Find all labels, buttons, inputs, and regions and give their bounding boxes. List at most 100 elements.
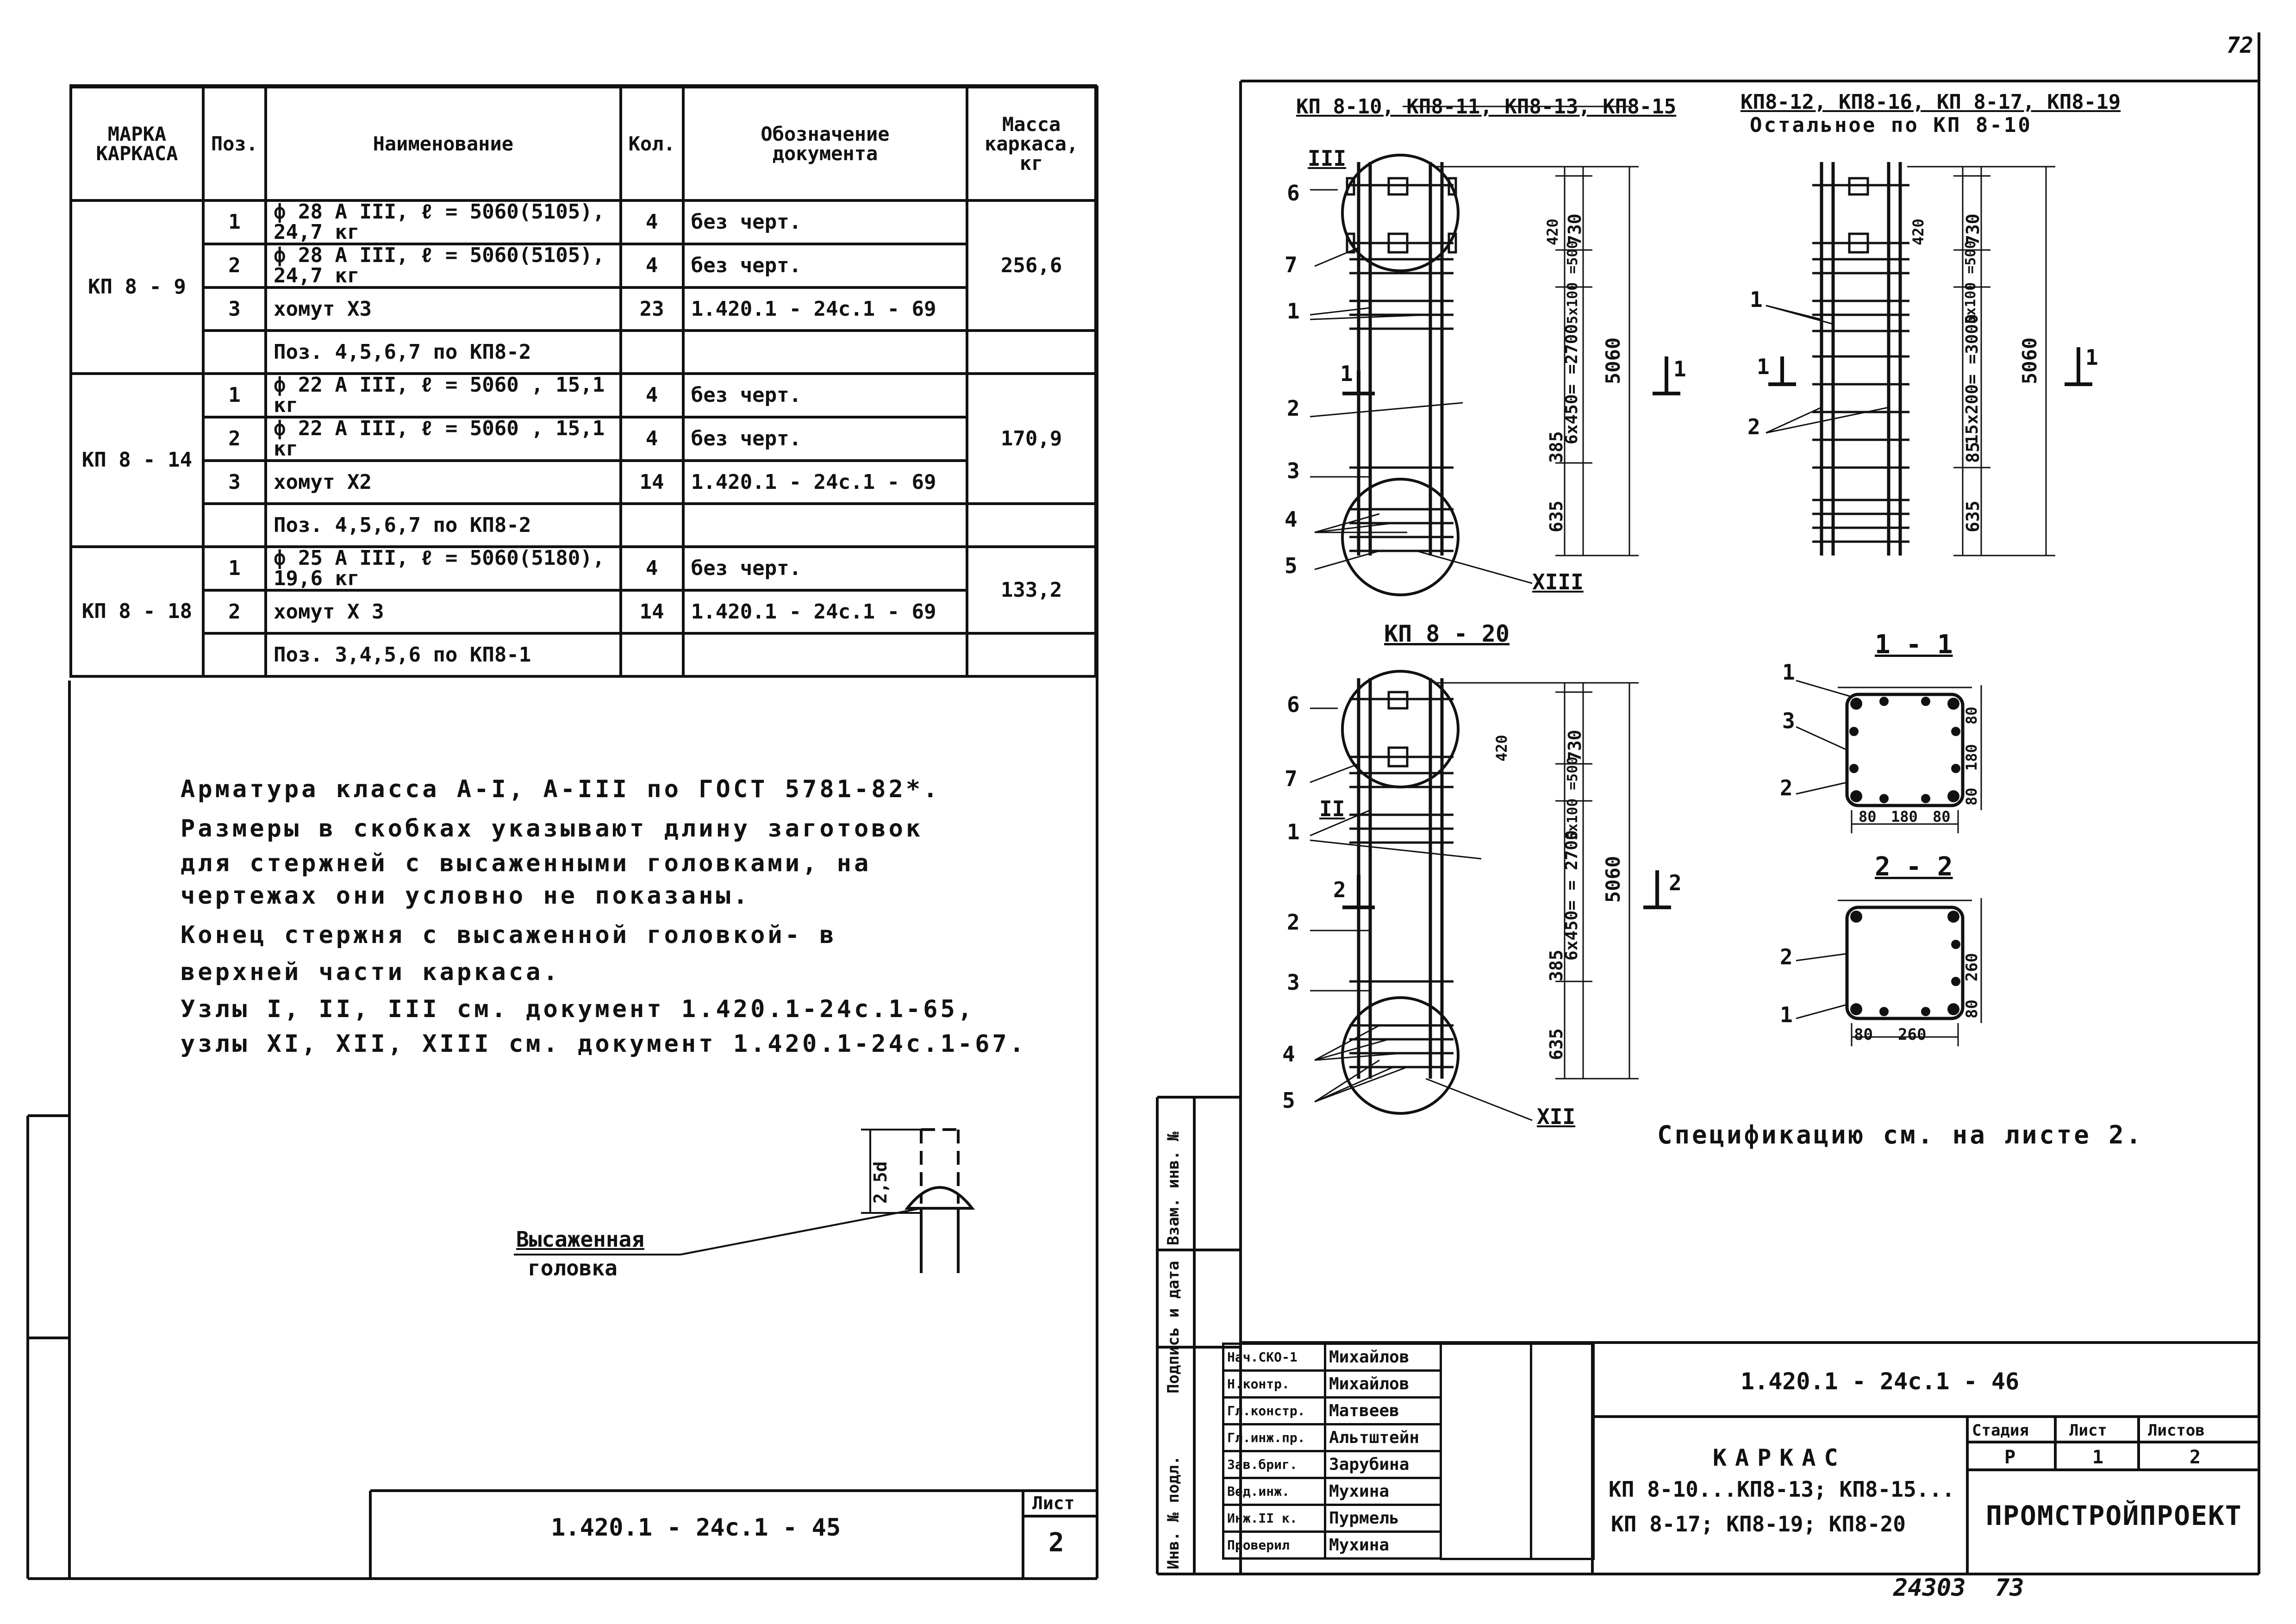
view-a-section-mark-right: 1 xyxy=(1673,356,1686,381)
tb-role: Гл.инж.пр. xyxy=(1222,1423,1326,1452)
tb-name: Пурмель xyxy=(1324,1504,1442,1533)
section-1-dim-side-3: 80 xyxy=(1963,787,1980,806)
section-2-dim-bottom-2: 260 xyxy=(1898,1025,1927,1044)
pos-cell: 2 xyxy=(201,416,268,462)
header-qty: Кол. xyxy=(619,86,685,202)
name-cell: Поз. 3,4,5,6 по КП8-1 xyxy=(264,632,622,678)
tb-role: Нач.СКО-1 xyxy=(1222,1343,1326,1372)
view-b-section-mark-right: 1 xyxy=(2085,345,2098,370)
dim-b-5x100: 5x100 =500 xyxy=(1963,240,1979,324)
tb-date-column xyxy=(1530,1343,1595,1560)
dim-a-5060: 5060 xyxy=(1602,337,1624,384)
dim-c-635: 635 xyxy=(1546,1028,1566,1060)
header-pos: Поз. xyxy=(201,86,268,202)
dim-a-635: 635 xyxy=(1546,500,1566,532)
view-a-callout-3: 3 xyxy=(1287,458,1300,483)
marka-cell: КП 8 - 9 xyxy=(69,199,205,375)
view-a-callout-6: 6 xyxy=(1287,181,1300,206)
qty-cell: 4 xyxy=(619,372,685,418)
tb-role: Н.контр. xyxy=(1222,1369,1326,1399)
header-doc-line1: Обозначение xyxy=(761,122,890,145)
view-c-callout-XII: XII xyxy=(1537,1104,1576,1129)
dim-a-420: 420 xyxy=(1544,219,1561,245)
mass-cell: 170,9 xyxy=(966,372,1097,505)
tb-signature-column xyxy=(1440,1343,1532,1560)
doc-cell: без черт. xyxy=(681,545,969,592)
tb-name: Мухина xyxy=(1324,1477,1442,1506)
left-stamp-sheet-label: Лист xyxy=(1032,1493,1075,1513)
tb-title: КАРКАС xyxy=(1713,1444,1847,1471)
dim-c-5060: 5060 xyxy=(1602,856,1624,903)
view-c-callout-1: 1 xyxy=(1287,819,1300,844)
section-1-title: 1 - 1 xyxy=(1875,630,1953,660)
note-line-3: для стержней с высаженными головками, на xyxy=(181,849,872,877)
side-strip-inv: Инв. № подл. xyxy=(1164,1455,1183,1569)
section-2-title: 2 - 2 xyxy=(1875,852,1953,882)
tb-code: 1.420.1 - 24с.1 - 46 xyxy=(1741,1368,2020,1395)
pos-cell xyxy=(201,502,268,548)
header-mass-line1: Масса xyxy=(1002,112,1061,136)
table-row: 2 ф 22 А III, ℓ = 5060 , 15,1 кг 4 без ч… xyxy=(71,416,1096,462)
dim-c-5x100: 5x100 =500 xyxy=(1565,756,1581,840)
name-cell: ф 22 А III, ℓ = 5060 , 15,1 кг xyxy=(264,372,622,418)
tb-name: Матвеев xyxy=(1324,1396,1442,1425)
dim-b-635: 635 xyxy=(1963,500,1983,532)
tb-subtitle-2: КП 8-17; КП8-19; КП8-20 xyxy=(1611,1512,1906,1537)
name-cell: хомут Х3 xyxy=(264,286,622,332)
tb-role: Инж.II к. xyxy=(1222,1504,1326,1533)
view-b-section-mark-left: 1 xyxy=(1757,354,1770,379)
left-stamp-sheet-no: 2 xyxy=(1048,1528,1064,1558)
dim-c-420: 420 xyxy=(1493,735,1510,762)
note-line-2: Размеры в скобках указывают длину загото… xyxy=(181,815,923,843)
section-1-label-2: 2 xyxy=(1780,775,1793,800)
view-a-title: КП 8-10, КП8-11, КП8-13, КП8-15 xyxy=(1296,95,1677,119)
mass-empty-cell xyxy=(966,632,1097,678)
view-b-title: КП8-12, КП8-16, КП 8-17, КП8-19 xyxy=(1741,90,2121,114)
view-c-callout-4: 4 xyxy=(1282,1042,1295,1067)
qty-cell xyxy=(619,632,685,678)
pos-cell: 3 xyxy=(201,286,268,332)
doc-cell: без черт. xyxy=(681,372,969,418)
section-2-label-1: 1 xyxy=(1780,1002,1793,1027)
section-2-dim-side-1: 260 xyxy=(1963,953,1981,981)
qty-cell: 4 xyxy=(619,243,685,289)
qty-cell: 14 xyxy=(619,459,685,505)
note-line-1: Арматура класса А-I, А-III по ГОСТ 5781-… xyxy=(181,775,941,803)
qty-cell: 4 xyxy=(619,199,685,245)
pos-cell xyxy=(201,632,268,678)
table-row: 3 хомут Х3 23 1.420.1 - 24с.1 - 69 xyxy=(71,286,1096,332)
pos-cell: 1 xyxy=(201,372,268,418)
header-name: Наименование xyxy=(264,86,622,202)
view-b-callout-2: 2 xyxy=(1747,414,1760,439)
pos-cell: 1 xyxy=(201,545,268,592)
header-mass-line2: каркаса, xyxy=(984,132,1079,155)
left-stamp-code: 1.420.1 - 24с.1 - 45 xyxy=(551,1514,841,1542)
pos-cell: 2 xyxy=(201,589,268,635)
tb-stage: Р xyxy=(2004,1447,2016,1468)
view-a-section-mark-left: 1 xyxy=(1340,361,1353,386)
qty-cell xyxy=(619,502,685,548)
view-a-callout-4: 4 xyxy=(1285,507,1298,532)
pos-cell xyxy=(201,329,268,375)
header-mass: Масса каркаса, кг xyxy=(966,86,1097,202)
tb-stage-label: Стадия xyxy=(1972,1421,2029,1440)
footer-page: 73 xyxy=(1995,1574,2024,1602)
view-b-callout-1: 1 xyxy=(1750,287,1763,312)
head-dim-label: 2,5d xyxy=(870,1161,891,1204)
name-cell: ф 28 А III, ℓ = 5060(5105), 24,7 кг xyxy=(264,199,622,245)
header-doc: Обозначение документа xyxy=(681,86,969,202)
footer-archive: 24303 xyxy=(1893,1574,1966,1602)
name-cell: ф 25 А III, ℓ = 5060(5180), 19,6 кг xyxy=(264,545,622,592)
section-1-dim-bottom-2: 180 xyxy=(1891,808,1918,825)
name-cell: хомут Х2 xyxy=(264,459,622,505)
section-1-dim-bottom-3: 80 xyxy=(1933,808,1951,825)
doc-cell xyxy=(681,329,969,375)
tb-name: Михайлов xyxy=(1324,1343,1442,1372)
view-a-callout-7: 7 xyxy=(1285,252,1298,277)
name-cell: ф 22 А III, ℓ = 5060 , 15,1 кг xyxy=(264,416,622,462)
table-row: КП 8 - 14 1 ф 22 А III, ℓ = 5060 , 15,1 … xyxy=(69,372,1097,548)
doc-cell xyxy=(681,632,969,678)
qty-cell xyxy=(619,329,685,375)
dim-b-15x200: 15x200= =3000 xyxy=(1963,314,1982,444)
marka-cell: КП 8 - 14 xyxy=(69,372,205,548)
